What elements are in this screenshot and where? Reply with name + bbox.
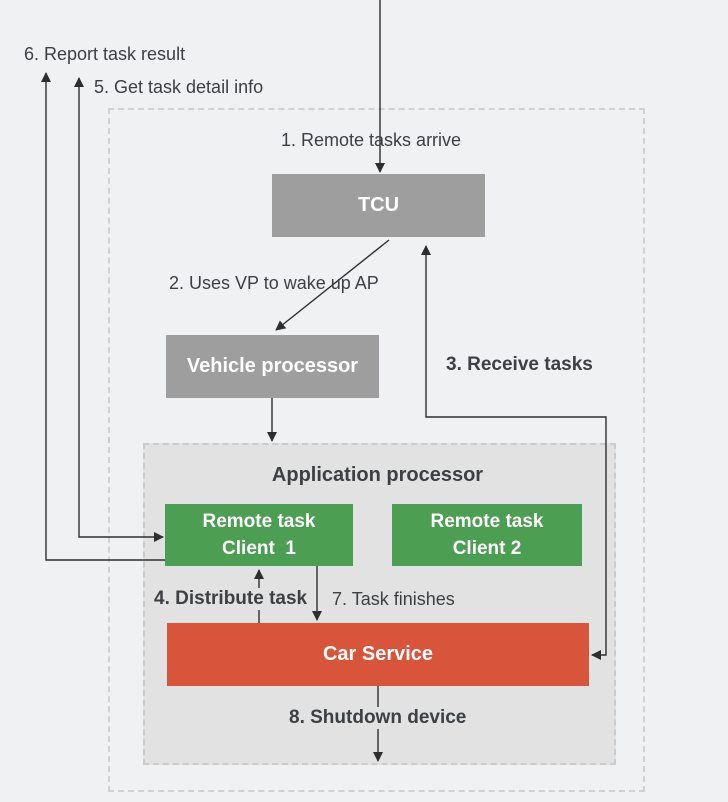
client2-line2: Client 2 [452, 538, 522, 559]
step3-label: 3. Receive tasks [446, 354, 593, 375]
arrow-get-task-detail-info [73, 76, 165, 543]
step7-label: 7. Task finishes [329, 589, 458, 610]
client1-line1: Remote task [202, 511, 316, 532]
arrow-uses-vp-to-wake-ap [275, 239, 390, 331]
tcu-label: TCU [357, 194, 400, 216]
client1-line2: Client 1 [222, 538, 296, 559]
vehicle-processor-node: Vehicle processor [166, 335, 379, 398]
step6-label: 6. Report task result [24, 44, 186, 64]
step1-label: 1. Remote tasks arrive [281, 130, 462, 150]
step8-label: 8. Shutdown device [286, 707, 470, 729]
client2-line1: Remote task [430, 511, 544, 532]
car-service-label: Car Service [322, 643, 434, 665]
step2-label: 2. Uses VP to wake up AP [169, 273, 379, 293]
remote-task-client-1-node: Remote task Client 1 [165, 504, 353, 566]
car-service-node: Car Service [167, 623, 589, 686]
step5-label: 5. Get task detail info [94, 77, 264, 97]
vehicle-processor-label: Vehicle processor [186, 355, 359, 377]
step4-label: 4. Distribute task [151, 588, 311, 610]
tcu-node: TCU [272, 174, 485, 237]
remote-task-client-2-node: Remote task Client 2 [392, 504, 582, 566]
arrow-receive-tasks [420, 244, 607, 661]
arrow-report-task-result [40, 71, 166, 561]
application-processor-title: Application processor [271, 464, 484, 486]
